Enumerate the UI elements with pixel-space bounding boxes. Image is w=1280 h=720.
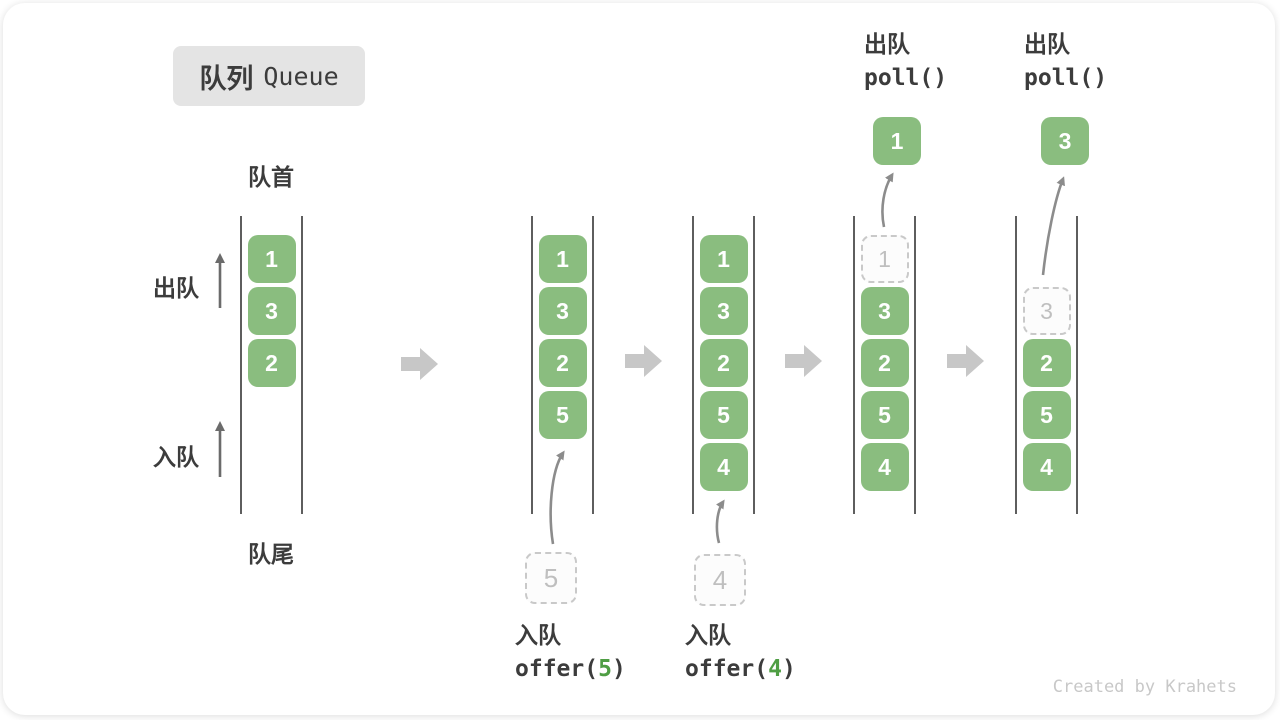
queue-cell: 1 [699,235,748,283]
queue-cell: 1 [247,235,296,283]
queue-cell: 3 [860,287,909,335]
operation-poll1-code: poll() [864,65,948,91]
operation-offer5: 入队 offer(5) [515,624,626,681]
queue-cell: 2 [247,339,296,387]
queue-state-4: 1 3 2 5 4 [853,216,916,514]
state-transition-arrow-3 [785,345,822,377]
queue-state-1: 1 3 2 [240,216,303,514]
code-text: offer( [515,656,599,682]
queue-cell: 1 [538,235,587,283]
queue-cell: 2 [538,339,587,387]
title-badge: 队列 Queue [173,46,365,106]
incoming-element-box: 4 [694,554,746,606]
queue-state-2: 1 3 2 5 [531,216,594,514]
queue-state-5: 3 2 5 4 [1015,216,1078,514]
queue-cell: 4 [699,443,748,491]
incoming-element-box: 5 [525,552,577,604]
queue-cell-removed-ghost: 1 [860,235,909,283]
code-arg: 4 [768,656,782,682]
state-transition-arrow-4 [947,345,984,377]
watermark: Created by Krahets [1052,677,1237,697]
code-text: ) [611,656,626,682]
operation-offer4-code: offer(4) [685,658,796,681]
operation-poll1: 出队 poll() [864,33,947,90]
code-text: ) [781,656,796,682]
outgoing-element-box: 3 [1041,117,1089,165]
outgoing-element-box: 1 [873,117,921,165]
queue-cell: 2 [699,339,748,387]
diagram-canvas: 队列 Queue 队首 队尾 出队 入队 1 3 2 1 3 2 5 1 3 2… [3,3,1275,715]
queue-cell: 5 [699,391,748,439]
state-transition-arrow-1 [401,348,438,380]
queue-state-3: 1 3 2 5 4 [692,216,755,514]
queue-cell: 5 [538,391,587,439]
queue-cell-removed-ghost: 3 [1022,287,1071,335]
queue-cell: 2 [860,339,909,387]
title-en: Queue [263,61,339,91]
operation-offer5-code: offer(5) [515,658,626,681]
code-arg: 5 [598,656,612,682]
label-queue-rear: 队尾 [248,541,294,567]
queue-cell: 3 [699,287,748,335]
code-text: offer( [685,656,769,682]
arrows-overlay [215,172,1065,545]
operation-poll1-zh: 出队 [864,31,910,57]
queue-cell: 3 [247,287,296,335]
operation-offer4: 入队 offer(4) [685,624,796,681]
operation-offer4-zh: 入队 [685,622,731,648]
queue-cell: 5 [1022,391,1071,439]
title-zh: 队列 [199,63,254,94]
operation-poll3-code: poll() [1024,65,1108,91]
queue-cell: 4 [1022,443,1071,491]
label-dequeue-side: 出队 [153,275,199,301]
operation-poll3: 出队 poll() [1024,33,1107,90]
label-enqueue-side: 入队 [153,444,199,470]
state-transition-arrow-2 [625,345,662,377]
operation-poll3-zh: 出队 [1024,31,1070,57]
queue-cell: 3 [538,287,587,335]
queue-cell: 2 [1022,339,1071,387]
operation-offer5-zh: 入队 [515,622,561,648]
label-queue-front: 队首 [248,164,294,190]
queue-cell: 5 [860,391,909,439]
queue-cell: 4 [860,443,909,491]
